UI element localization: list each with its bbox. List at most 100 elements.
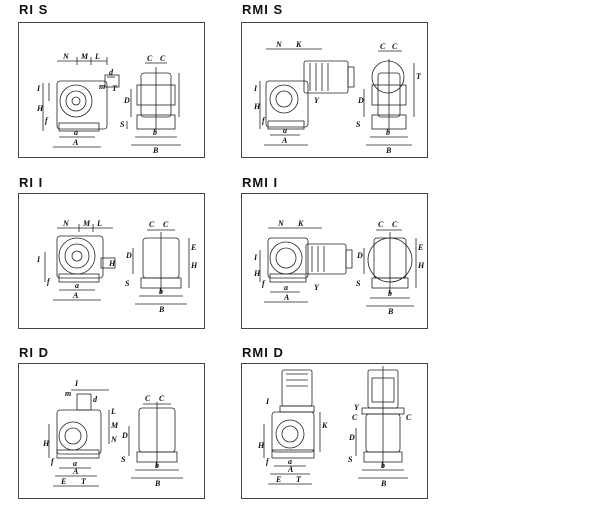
label-H: H xyxy=(108,259,116,268)
label-H: H xyxy=(42,439,50,448)
label-a: a xyxy=(73,459,77,468)
label-M: M xyxy=(82,219,91,228)
label-C1: C xyxy=(380,42,386,51)
label-Y: Y xyxy=(314,283,320,292)
label-I: I xyxy=(253,253,258,262)
panel-title-rmi-i: RMI I xyxy=(242,175,279,190)
drawing-ri-s: N M L d m T I H f a A C C D S b B xyxy=(18,22,205,158)
label-M: M xyxy=(80,52,89,61)
label-H2: H xyxy=(417,261,425,270)
panel-title-ri-s: RI S xyxy=(19,2,49,17)
label-Y: Y xyxy=(314,96,320,105)
label-d: d xyxy=(93,395,98,404)
label-B: B xyxy=(385,146,392,155)
label-B: B xyxy=(380,479,387,488)
label-m: m xyxy=(99,82,105,91)
label-N: N xyxy=(110,435,118,444)
label-I: I xyxy=(265,397,270,406)
rmi-d-svg: I K H f a A E T Y C C D S b B xyxy=(257,366,412,488)
label-N: N xyxy=(275,40,283,49)
label-I: I xyxy=(253,84,258,93)
label-T: T xyxy=(416,72,422,81)
label-D: D xyxy=(348,433,355,442)
label-L: L xyxy=(96,219,102,228)
label-a: a xyxy=(75,281,79,290)
label-f: f xyxy=(51,457,55,466)
label-E: E xyxy=(417,243,423,252)
label-f: f xyxy=(262,116,266,125)
label-I: I xyxy=(36,84,41,93)
label-a: a xyxy=(288,457,292,466)
label-C2: C xyxy=(160,54,166,63)
label-C1: C xyxy=(147,54,153,63)
label-H: H xyxy=(253,269,261,278)
label-D: D xyxy=(123,96,130,105)
label-f: f xyxy=(262,279,266,288)
label-I: I xyxy=(36,255,41,264)
label-C2: C xyxy=(159,394,165,403)
label-b: b xyxy=(159,287,163,296)
panel-title-ri-i: RI I xyxy=(19,175,44,190)
label-f: f xyxy=(47,277,51,286)
label-B: B xyxy=(158,305,165,314)
label-A: A xyxy=(72,467,79,476)
label-N: N xyxy=(277,219,285,228)
label-a: a xyxy=(283,126,287,135)
label-m: m xyxy=(65,389,71,398)
label-D: D xyxy=(125,251,132,260)
label-C1: C xyxy=(149,220,155,229)
label-T: T xyxy=(296,475,302,484)
label-A: A xyxy=(72,138,79,147)
label-A: A xyxy=(72,291,79,300)
label-B: B xyxy=(152,146,159,155)
label-S: S xyxy=(125,279,130,288)
label-D: D xyxy=(121,431,128,440)
label-b: b xyxy=(381,461,385,470)
label-C2: C xyxy=(392,42,398,51)
label-H: H xyxy=(36,104,44,113)
label-K: K xyxy=(321,421,328,430)
label-E: E xyxy=(190,243,196,252)
label-A: A xyxy=(283,293,290,302)
label-C2: C xyxy=(392,220,398,229)
panel-title-rmi-s: RMI S xyxy=(242,2,284,17)
label-S: S xyxy=(356,120,361,129)
label-A: A xyxy=(287,465,294,474)
label-T: T xyxy=(81,477,87,486)
label-S: S xyxy=(120,120,125,129)
label-I: I xyxy=(74,379,79,388)
drawing-ri-i: N M L I H f a A C C D E H S b B xyxy=(18,193,205,329)
drawing-rmi-i: N K I H Y f a A C C D E H S b B xyxy=(241,193,428,329)
label-H2: H xyxy=(190,261,198,270)
label-C1: C xyxy=(352,413,358,422)
ri-s-svg: N M L d m T I H f a A C C D S b B xyxy=(36,52,181,155)
rmi-i-svg: N K I H Y f a A C C D E H S b B xyxy=(253,219,425,316)
label-a: a xyxy=(284,283,288,292)
label-C1: C xyxy=(378,220,384,229)
label-b: b xyxy=(388,289,392,298)
label-f: f xyxy=(45,116,49,125)
label-a: a xyxy=(74,128,78,137)
label-D: D xyxy=(357,96,364,105)
label-d: d xyxy=(109,68,114,77)
label-E: E xyxy=(60,477,66,486)
panel-title-ri-d: RI D xyxy=(19,345,49,360)
label-N: N xyxy=(62,52,70,61)
label-D: D xyxy=(356,251,363,260)
label-b: b xyxy=(155,461,159,470)
drawing-ri-d: I m d L M N H f a A E T C C D S b B xyxy=(18,363,205,499)
label-K: K xyxy=(297,219,304,228)
label-S: S xyxy=(356,279,361,288)
label-M: M xyxy=(110,421,119,430)
ri-i-svg: N M L I H f a A C C D E H S b B xyxy=(36,219,198,314)
label-K: K xyxy=(295,40,302,49)
label-b: b xyxy=(386,128,390,137)
label-N: N xyxy=(62,219,70,228)
label-L: L xyxy=(94,52,100,61)
label-b: b xyxy=(153,128,157,137)
panel-title-rmi-d: RMI D xyxy=(242,345,284,360)
label-E: E xyxy=(275,475,281,484)
label-A: A xyxy=(281,136,288,145)
label-C2: C xyxy=(163,220,169,229)
drawing-rmi-s: N K T I H Y f a A C C D S b B xyxy=(241,22,428,158)
